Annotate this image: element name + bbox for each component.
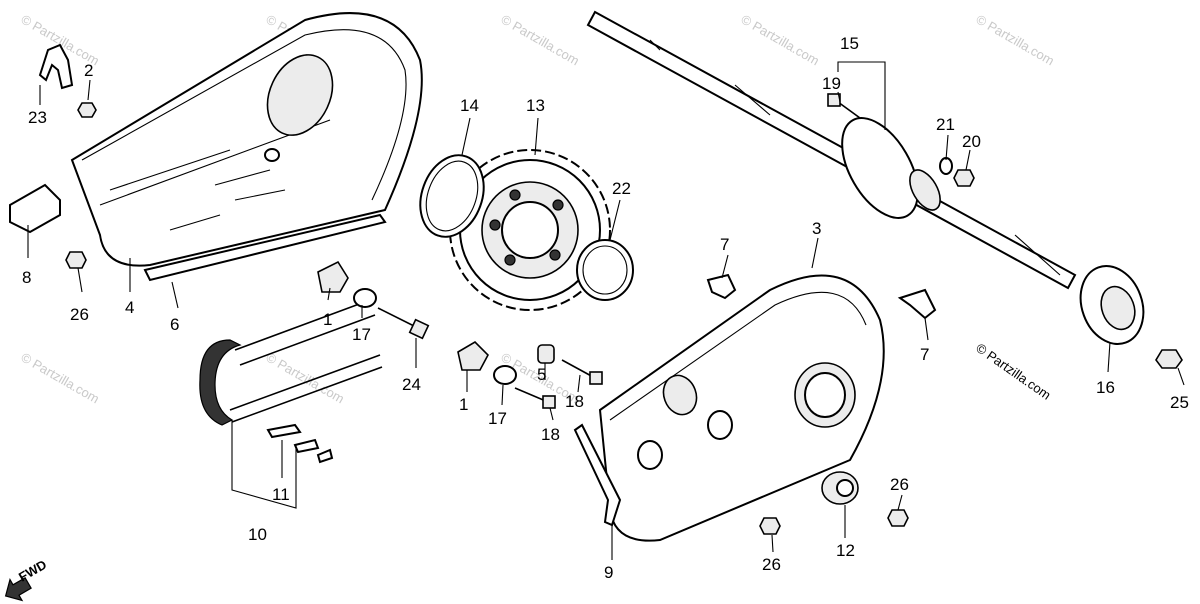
copyright-text: © Partzilla.com <box>973 340 1053 403</box>
callout-labels: 2 23 8 26 4 6 1 17 24 11 10 14 13 22 7 3… <box>22 34 1189 582</box>
bushing-part-1 <box>457 340 489 371</box>
callout-23: 23 <box>28 108 47 127</box>
bolt-part-18 <box>514 387 556 409</box>
watermark: © Partzilla.com <box>974 12 1057 69</box>
nut-part-26 <box>65 251 87 269</box>
callout-26: 26 <box>890 475 909 494</box>
chain-case-upper <box>70 12 423 267</box>
callout-7: 7 <box>920 345 929 364</box>
callout-15: 15 <box>840 34 859 53</box>
callout-20: 20 <box>962 132 981 151</box>
sprocket <box>449 149 611 311</box>
callout-25: 25 <box>1170 393 1189 412</box>
bracket-part-8 <box>9 183 61 234</box>
fwd-label: FWD <box>16 557 49 585</box>
callout-18: 18 <box>565 392 584 411</box>
callout-24: 24 <box>402 375 421 394</box>
collar-part-5 <box>537 344 555 364</box>
callout-3: 3 <box>812 219 821 238</box>
callout-17: 17 <box>352 325 371 344</box>
bushing-part-1 <box>317 260 349 293</box>
washer-part-17 <box>493 365 517 385</box>
callout-8: 8 <box>22 268 31 287</box>
callout-1: 1 <box>459 395 468 414</box>
clip-part-7 <box>897 288 937 320</box>
leader-lines <box>27 61 1185 560</box>
callout-14: 14 <box>460 96 479 115</box>
clip-part-23 <box>38 43 74 90</box>
circlip-part-22 <box>576 239 634 301</box>
chain-slider-strip <box>143 213 387 282</box>
nut-part-26 <box>759 517 781 535</box>
bolt-part-25 <box>1155 349 1183 369</box>
callout-19: 19 <box>822 74 841 93</box>
callout-9: 9 <box>604 563 613 582</box>
callout-26: 26 <box>70 305 89 324</box>
bolt-part-19 <box>827 93 861 119</box>
callout-12: 12 <box>836 541 855 560</box>
fwd-indicator: FWD <box>4 557 49 602</box>
rear-axle <box>586 10 1145 345</box>
nut-part-2 <box>77 102 97 118</box>
callout-4: 4 <box>125 298 134 317</box>
master-link-part-11 <box>266 423 334 464</box>
callout-1: 1 <box>323 310 332 329</box>
bolt-part-24 <box>377 307 430 340</box>
callout-5: 5 <box>537 365 546 384</box>
nut-part-26 <box>887 509 909 527</box>
callout-21: 21 <box>936 115 955 134</box>
callout-17: 17 <box>488 409 507 428</box>
callout-18: 18 <box>541 425 560 444</box>
watermark: © Partzilla.com <box>264 350 347 407</box>
callout-16: 16 <box>1096 378 1115 397</box>
callout-26: 26 <box>762 555 781 574</box>
callout-11: 11 <box>272 485 290 504</box>
callout-7: 7 <box>720 235 729 254</box>
nut-part-20 <box>953 169 975 187</box>
callout-6: 6 <box>170 315 179 334</box>
clip-part-7 <box>706 273 737 300</box>
callout-10: 10 <box>248 525 267 544</box>
watermark: © Partzilla.com <box>739 12 822 69</box>
fwd-arrow-icon <box>4 576 32 602</box>
washer-part-17 <box>353 288 377 308</box>
drive-chain <box>199 299 383 426</box>
chain-case-lower <box>598 274 885 542</box>
callout-13: 13 <box>526 96 545 115</box>
washer-part-21 <box>939 157 953 175</box>
callout-22: 22 <box>612 179 631 198</box>
watermark: © Partzilla.com <box>499 12 582 69</box>
callout-2: 2 <box>84 61 93 80</box>
watermark: © Partzilla.com <box>19 350 102 407</box>
bolt-part-18 <box>561 359 603 385</box>
